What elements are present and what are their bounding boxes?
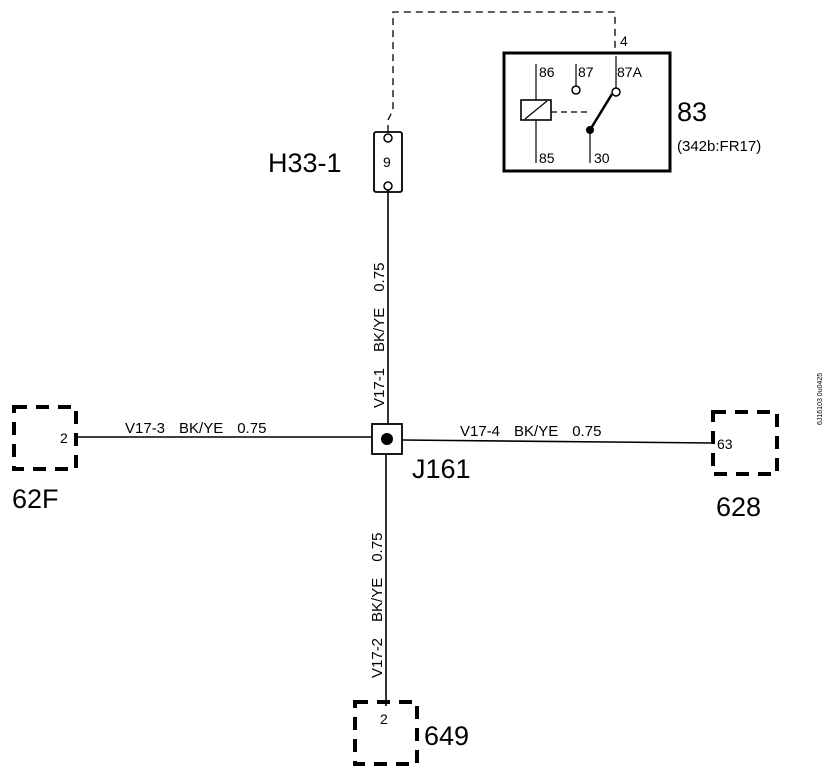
relay-contact-87a — [611, 87, 621, 97]
ground-point-628: 63 628 — [711, 410, 779, 522]
ground-628-pin: 63 — [717, 436, 733, 452]
relay-pin-87-label: 87 — [578, 64, 594, 80]
ground-649-box — [353, 700, 419, 766]
connector-pin-number: 9 — [383, 154, 391, 170]
relay-pin-30-label: 30 — [594, 150, 610, 166]
connector-pin-top — [383, 133, 393, 143]
ground-62f-id: 62F — [12, 484, 59, 514]
junction-id-label: J161 — [412, 454, 471, 484]
ground-628-box — [711, 410, 779, 476]
connector-id-label: H33-1 — [268, 148, 342, 178]
connector-h33-1: 9 H33-1 — [268, 131, 403, 193]
ground-628-id: 628 — [716, 492, 761, 522]
relay-id-label: 83 — [677, 97, 707, 127]
wire-v17-4 — [401, 439, 714, 444]
ground-point-649: 2 649 — [353, 700, 469, 766]
relay-outline — [502, 51, 672, 173]
ground-62f-box — [12, 405, 78, 471]
dashed-feed-wire — [387, 11, 616, 132]
wire-v17-1-label: V17-1BK/YE0.75 — [371, 263, 388, 408]
ground-649-pin: 2 — [380, 711, 388, 727]
ground-point-62f: 2 62F — [12, 405, 78, 514]
relay-83: 4 86 87 87A 85 30 83 (342b:FR17) — [502, 33, 761, 173]
ground-62f-pin: 2 — [60, 430, 68, 446]
relay-pin-85-label: 85 — [539, 150, 555, 166]
junction-j161: J161 — [371, 423, 471, 484]
relay-top-pin-label: 4 — [620, 33, 628, 49]
relay-pin-86-label: 86 — [539, 64, 555, 80]
relay-ref-label: (342b:FR17) — [677, 138, 761, 155]
side-code-label: 6J16103 0u0425 — [817, 373, 824, 425]
junction-dot — [381, 433, 393, 445]
ground-649-id: 649 — [424, 721, 469, 751]
relay-contact-87 — [571, 85, 581, 95]
connector-pin-bottom — [383, 181, 393, 191]
relay-pin-87a-label: 87A — [617, 64, 643, 80]
wire-v17-2-label: V17-2BK/YE0.75 — [369, 533, 386, 678]
relay-switch-arm — [588, 93, 614, 131]
relay-coil-slash — [524, 100, 548, 120]
